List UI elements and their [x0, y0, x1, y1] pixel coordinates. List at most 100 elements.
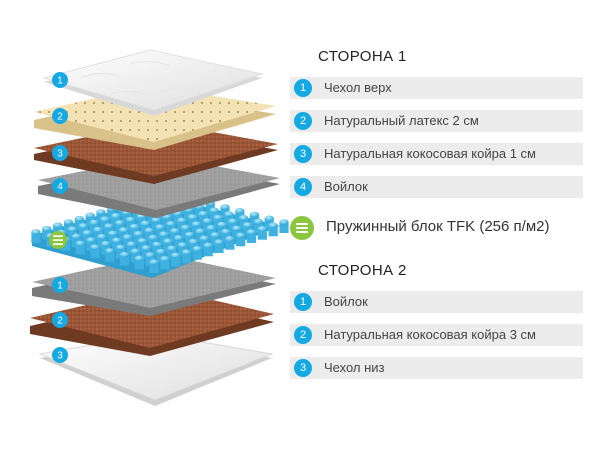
spring-coil [184, 234, 195, 246]
spring-coil-top [126, 241, 136, 247]
spring-coil [203, 245, 213, 257]
spring-coil-top [264, 215, 274, 222]
spring-coil-top [220, 204, 230, 210]
spring-coil-top [53, 222, 63, 229]
side-2-row-1 [290, 291, 583, 313]
latex-marker-circle [52, 108, 68, 124]
spring-coil-top [145, 252, 155, 258]
spring-coil-top [243, 222, 253, 228]
spring-coil [163, 241, 173, 253]
spring-coil-top [125, 216, 136, 223]
spring-coil-top [188, 238, 198, 245]
spring-coil [71, 236, 81, 248]
spring-coil [181, 252, 192, 263]
spring-coil-top [232, 225, 242, 232]
spring-coil [145, 254, 155, 266]
spring-coil [42, 228, 52, 240]
spring-coil-top [78, 223, 88, 229]
spring-coil [134, 258, 144, 270]
spring-coil [167, 248, 177, 260]
spring-coil [184, 209, 194, 221]
spring-coil-top [249, 211, 260, 218]
spring-coil [264, 218, 274, 230]
spring-coil-top [119, 251, 130, 258]
spring-coil-top [210, 232, 220, 238]
spring-coil-top [177, 217, 187, 224]
spring-coil [249, 214, 260, 226]
spring-coil [210, 234, 220, 246]
spring-coil-top [187, 214, 198, 220]
spring-coil [149, 262, 159, 273]
side-2-label-3: Чехол низ [324, 360, 385, 375]
felt-bottom-layer [32, 254, 276, 316]
spring-coil [205, 203, 215, 215]
spring-coil [253, 221, 263, 233]
spring-coil [137, 240, 147, 252]
spring-coil-top [239, 215, 249, 221]
felt-bottom-marker-circle [52, 277, 68, 293]
felt-bottom-marker: 1 [57, 281, 63, 292]
spring-coil-top [184, 231, 195, 238]
coir-3cm-marker-circle [52, 312, 68, 328]
spring-coil-top [214, 239, 224, 245]
spring-coil [188, 241, 198, 253]
spring-coil-top [67, 226, 77, 232]
spring-coil [191, 224, 201, 236]
spring-coil-top [235, 208, 245, 214]
spring-coil [90, 247, 100, 258]
spring-coil [195, 231, 205, 243]
spring-coil [97, 236, 107, 248]
spring-coil [112, 240, 122, 252]
spring-coil-top [97, 233, 107, 240]
spring-coil-top [221, 228, 231, 235]
spring-coil [53, 225, 63, 237]
spring-coil-top [130, 248, 140, 254]
spring-coil [187, 217, 198, 228]
spring-coil-top [149, 259, 159, 265]
spring-coil-top [75, 240, 85, 247]
spring-coil-top [112, 237, 122, 244]
top-cover-layer [42, 49, 264, 116]
spring-coil [141, 247, 151, 259]
spring-coil [160, 258, 170, 270]
spring-coil-top [236, 232, 246, 239]
spring-coil [228, 221, 238, 233]
spring-coil [107, 208, 117, 220]
spring-coil-top [199, 235, 209, 242]
spring-coil-top [246, 229, 257, 235]
spring-coil [122, 212, 132, 224]
side-1-label-4: Войлок [324, 179, 368, 194]
spring-coil [31, 232, 41, 243]
spring-coil [213, 217, 223, 229]
spring-coil-top [115, 220, 125, 226]
spring-coil [173, 213, 183, 225]
spring-coil-top [148, 234, 158, 241]
spring-coil-top [137, 238, 147, 244]
spring-coil [194, 206, 204, 218]
spring-coil [268, 225, 278, 237]
spring-coil [221, 231, 231, 243]
spring-coil-top [170, 228, 180, 234]
spring-coil [96, 212, 106, 223]
spring-coil [78, 225, 88, 237]
spring-coil-top [268, 222, 278, 229]
side-1-row-4 [290, 176, 583, 198]
spring-coil-top [86, 237, 96, 243]
spring-coil [116, 247, 126, 259]
spring-coil [178, 244, 188, 256]
spring-coil-top [89, 219, 99, 226]
spring-coil-top [140, 220, 150, 227]
spring-coil-top [111, 213, 121, 219]
spring-coil [132, 209, 142, 221]
spring-coil-top [144, 227, 154, 234]
spring-coil-top [116, 244, 126, 251]
side-2-label-1: Войлок [324, 294, 368, 309]
spring-coil-top [105, 248, 115, 254]
spring-coil [174, 237, 184, 249]
spring-coil-top [209, 207, 219, 214]
spring-coil [171, 255, 181, 267]
felt-top-marker-circle [52, 178, 68, 194]
spring-coil-top [134, 255, 144, 262]
spring-coil [111, 215, 121, 227]
